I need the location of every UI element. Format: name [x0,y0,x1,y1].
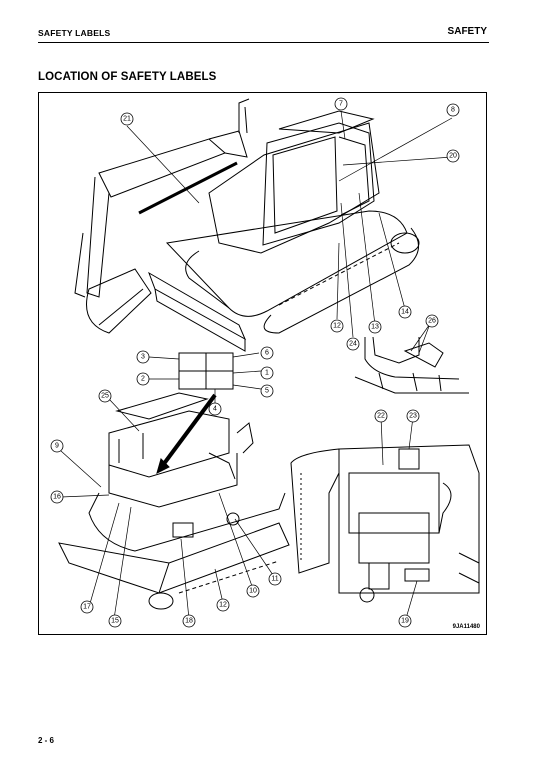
excavator-rear-drawing [58,392,290,610]
callout-22: 22 [374,409,388,423]
callout-25: 25 [98,389,112,403]
callout-5-label: 5 [265,388,269,395]
callout-7: 7 [334,97,348,111]
callout-20: 20 [446,149,460,163]
header-rule [38,42,489,43]
callout-19-label: 19 [401,618,409,625]
callout-8: 8 [446,103,460,117]
callout-14-label: 14 [401,309,409,316]
callout-16: 16 [50,490,64,504]
section-title: LOCATION OF SAFETY LABELS [38,71,217,83]
callout-25-label: 25 [101,393,109,400]
callout-12-bottom: 12 [216,598,230,612]
excavator-illustration: 21 7 8 20 12 24 13 14 26 3 2 6 1 5 4 25 … [50,97,480,628]
callout-2-label: 2 [141,376,145,383]
callout-20-label: 20 [449,153,457,160]
running-header-chapter: SAFETY [447,26,487,37]
callout-9-label: 9 [55,443,59,450]
callout-21-label: 21 [123,116,131,123]
callout-7-label: 7 [339,101,343,108]
callout-19: 19 [398,614,412,628]
callout-8-label: 8 [451,107,455,114]
callout-12-top-label: 12 [333,323,341,330]
callout-13-label: 13 [371,324,379,331]
callout-17-label: 17 [83,604,91,611]
figure-code: 9JA11480 [452,624,480,630]
callout-6-label: 6 [265,350,269,357]
running-header-section: SAFETY LABELS [38,28,111,38]
callout-12-top: 12 [330,319,344,333]
callout-4-label: 4 [213,406,217,413]
callout-24: 24 [346,337,360,351]
excavator-overview-drawing [74,98,420,352]
callout-leaders-bottom-left [60,398,276,620]
callout-3: 3 [136,350,150,364]
callout-18-label: 18 [185,618,193,625]
callout-13: 13 [368,320,382,334]
callout-10: 10 [246,584,260,598]
safety-label-figure: 21 7 8 20 12 24 13 14 26 3 2 6 1 5 4 25 … [38,92,487,635]
engine-compartment-drawing [290,444,480,603]
callout-1-label: 1 [265,370,269,377]
callout-23-label: 23 [409,413,417,420]
callout-18: 18 [182,614,196,628]
callout-21: 21 [120,112,134,126]
callout-24-label: 24 [349,341,357,348]
page-number: 2 - 6 [38,736,55,745]
callout-6: 6 [260,346,274,360]
callout-14: 14 [398,305,412,319]
callout-3-label: 3 [141,354,145,361]
callout-26: 26 [425,314,439,328]
label-detail-box [178,352,234,390]
callout-4: 4 [208,402,222,416]
callout-10-label: 10 [249,588,257,595]
callout-1: 1 [260,366,274,380]
callout-9: 9 [50,439,64,453]
callout-leaders-top [126,110,453,352]
callout-23: 23 [406,409,420,423]
callout-2: 2 [136,372,150,386]
seat-inset-drawing [354,336,469,394]
callout-12-bottom-label: 12 [219,602,227,609]
callout-17: 17 [80,600,94,614]
callout-5: 5 [260,384,274,398]
callout-11-label: 11 [271,576,278,583]
callout-26-label: 26 [428,318,436,325]
callout-15-label: 15 [111,618,119,625]
callout-15: 15 [108,614,122,628]
callout-11: 11 [268,572,282,586]
callout-16-label: 16 [53,494,61,501]
callout-22-label: 22 [377,413,385,420]
